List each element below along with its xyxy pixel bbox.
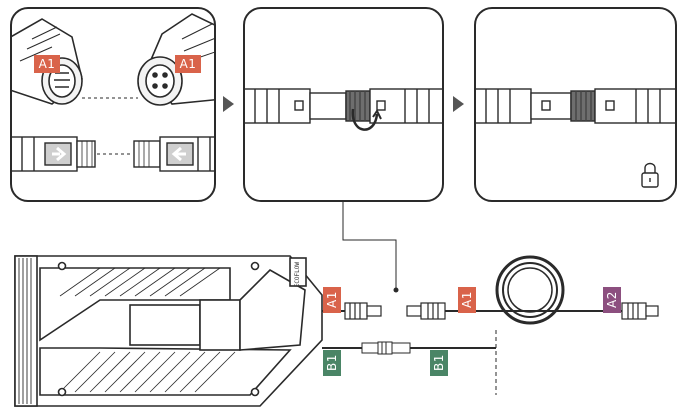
connector-a1-cable	[407, 303, 445, 319]
tag-a1-male: A1	[34, 55, 60, 73]
tag-b1-cable: B1	[430, 350, 448, 376]
step-arrow-2-icon	[453, 96, 464, 112]
connector-b1-pair	[362, 342, 410, 354]
tag-a1-device-port: A1	[323, 287, 341, 313]
connector-alignment-illustration	[12, 9, 216, 202]
connector-a1-device	[345, 303, 381, 319]
step1-panel: A1 A1	[10, 7, 216, 202]
power-device-body	[15, 256, 322, 406]
locked-connection-illustration	[476, 9, 677, 202]
twist-connect-illustration	[245, 9, 444, 202]
tag-a2-cable-end: A2	[603, 287, 621, 313]
connector-left-side	[12, 137, 95, 171]
tag-b1-device-port: B1	[323, 350, 341, 376]
connector-a2-end	[622, 303, 658, 319]
step-arrow-1-icon	[223, 96, 234, 112]
step2-panel	[243, 7, 444, 202]
callout-line	[343, 202, 396, 288]
step3-panel	[474, 7, 677, 202]
connector-right-side	[134, 137, 216, 171]
tag-a1-cable: A1	[458, 287, 476, 313]
callout-dot	[394, 288, 399, 293]
tag-a1-female: A1	[175, 55, 201, 73]
device-brand-label: ECOFLOW	[294, 262, 301, 287]
lock-icon	[642, 164, 658, 188]
cable-b1	[322, 330, 496, 395]
